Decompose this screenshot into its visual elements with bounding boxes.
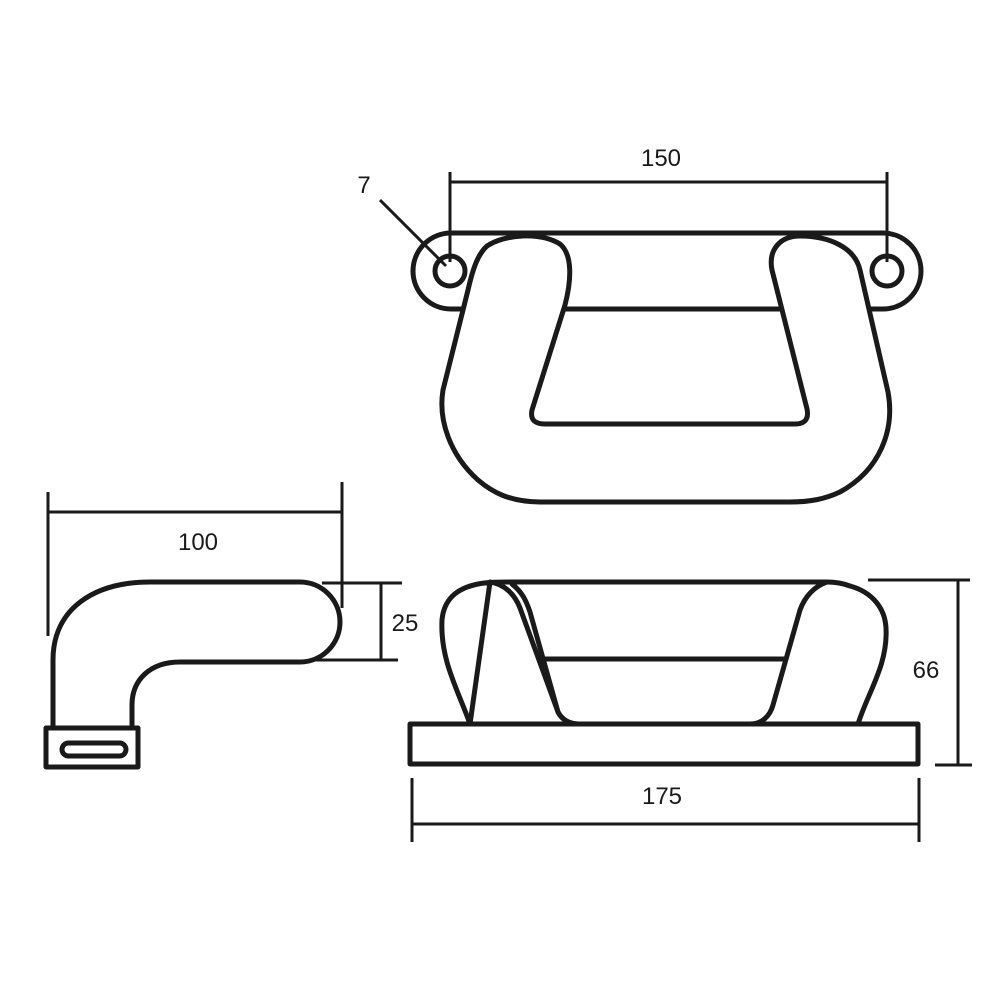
- front-view-base: [407, 721, 921, 767]
- front-view-grip: [439, 579, 889, 727]
- dim-label-7: 7: [357, 172, 370, 199]
- dim-top-hole-spacing: 150: [448, 145, 889, 262]
- side-view-arm: [50, 579, 343, 731]
- dim-side-thickness: 25: [316, 581, 419, 662]
- top-view: [410, 230, 924, 505]
- dim-front-height: 66: [868, 578, 972, 767]
- front-view-inner-profile: [509, 579, 830, 727]
- top-view-handle: [439, 233, 893, 505]
- side-view: [43, 579, 343, 770]
- dim-label-175: 175: [642, 783, 682, 810]
- dim-label-100: 100: [178, 529, 218, 556]
- side-view-slot: [59, 740, 129, 759]
- dim-label-25: 25: [392, 610, 419, 637]
- dim-label-66: 66: [913, 657, 940, 684]
- dim-front-base-width: 175: [410, 778, 921, 842]
- dim-side-depth: 100: [46, 482, 344, 636]
- dim-hole-diameter: 7: [357, 172, 448, 268]
- dim-label-150: 150: [641, 145, 681, 172]
- front-view: [407, 579, 921, 767]
